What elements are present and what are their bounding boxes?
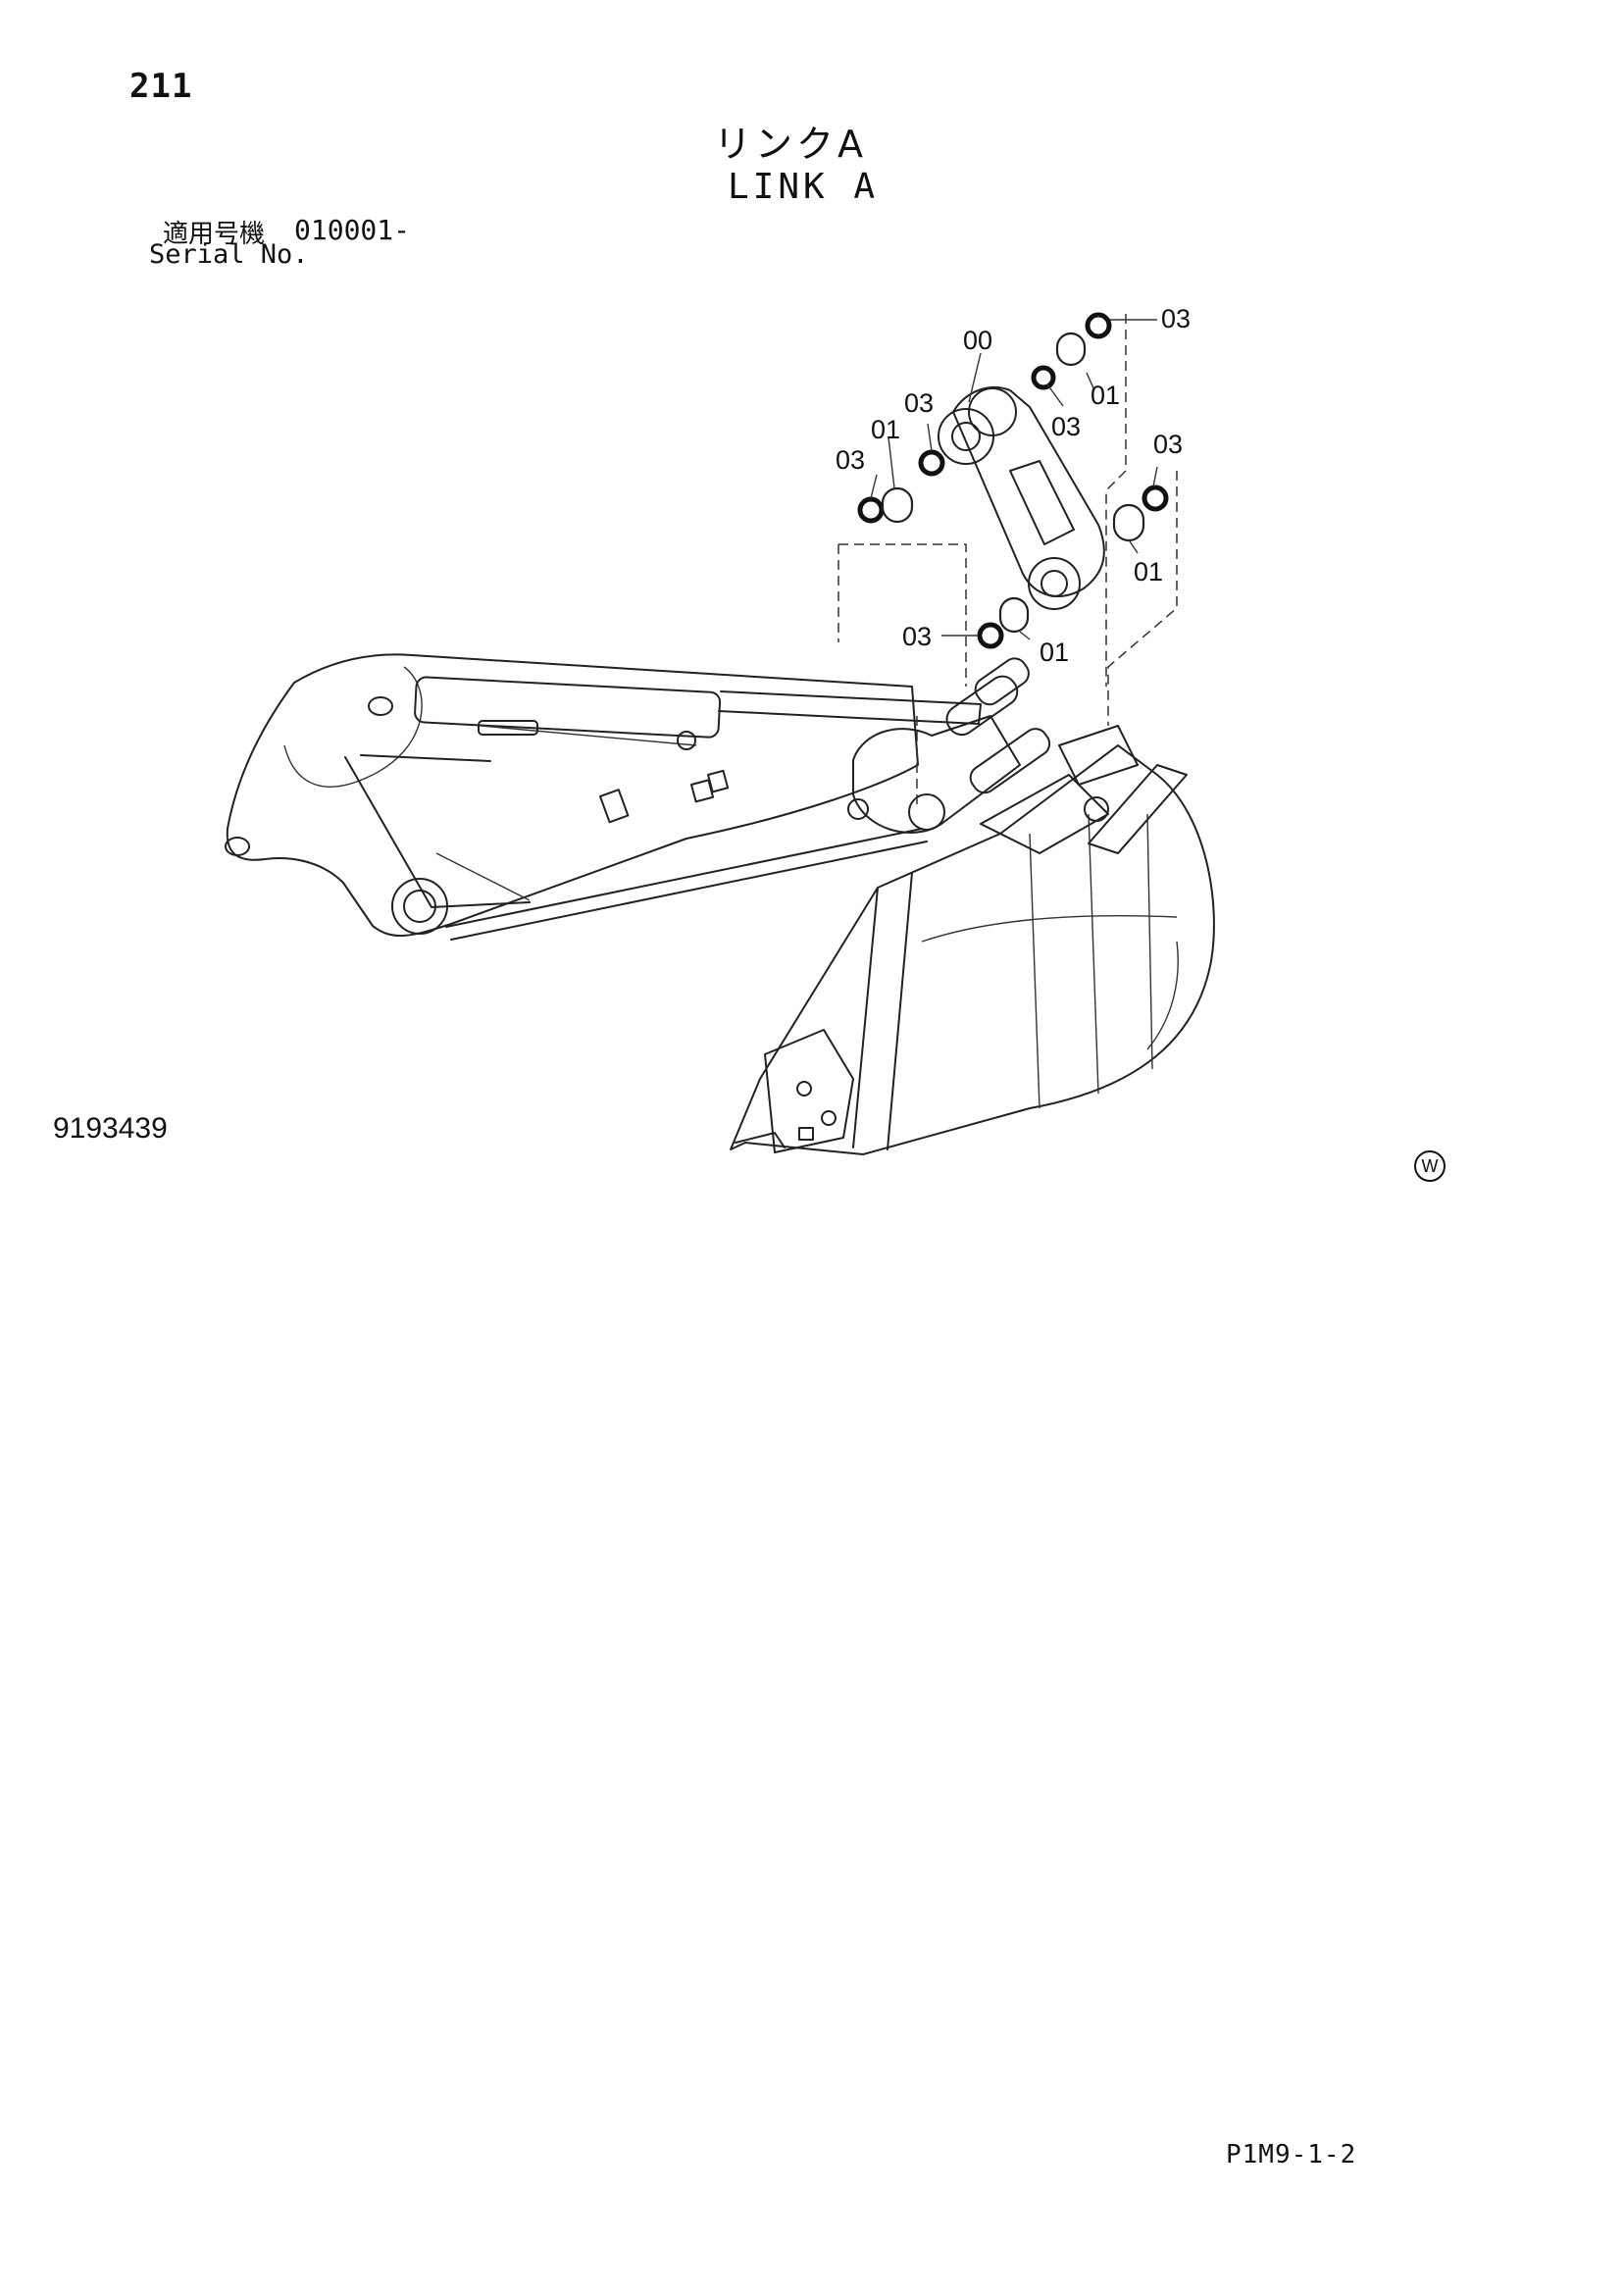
link-pins-drawing [847,657,1051,834]
serial-label-japanese: 適用号機 [163,220,266,249]
page-title-japanese: リンクA [714,123,867,166]
leader-lines [837,314,1178,804]
link-a-part-drawing [938,386,1105,610]
arm-drawing [225,653,928,941]
callout-03-left-outer: 03 [836,445,865,475]
callout-01-lower: 01 [1040,638,1069,667]
page-title-english: LINK A [728,167,880,207]
callout-01-top-right: 01 [1091,381,1120,410]
callout-03-top-right: 03 [1161,304,1191,333]
callout-01-right: 01 [1134,557,1163,587]
callout-03-left-upper: 03 [904,388,934,418]
serial-label-english: Serial No. [149,239,309,270]
callout-01-left-upper: 01 [871,415,900,444]
page-number: 211 [129,67,193,106]
bucket-cylinder-drawing [414,676,982,824]
callout-03-right: 03 [1153,430,1183,459]
callout-03-top-middle: 03 [1051,412,1081,441]
callout-03-lower: 03 [902,622,932,651]
page-code: P1M9-1-2 [1226,2140,1357,2169]
serial-range: 010001- [294,214,411,246]
w-mark-icon: W [1414,1150,1446,1182]
callout-00: 00 [963,326,992,355]
callout-labels: 00 01 03 01 03 03 01 03 03 01 03 01 [836,304,1191,667]
bushings-and-rings [857,312,1169,649]
bucket-drawing [730,725,1215,1155]
drawing-number: 9193439 [53,1112,168,1145]
